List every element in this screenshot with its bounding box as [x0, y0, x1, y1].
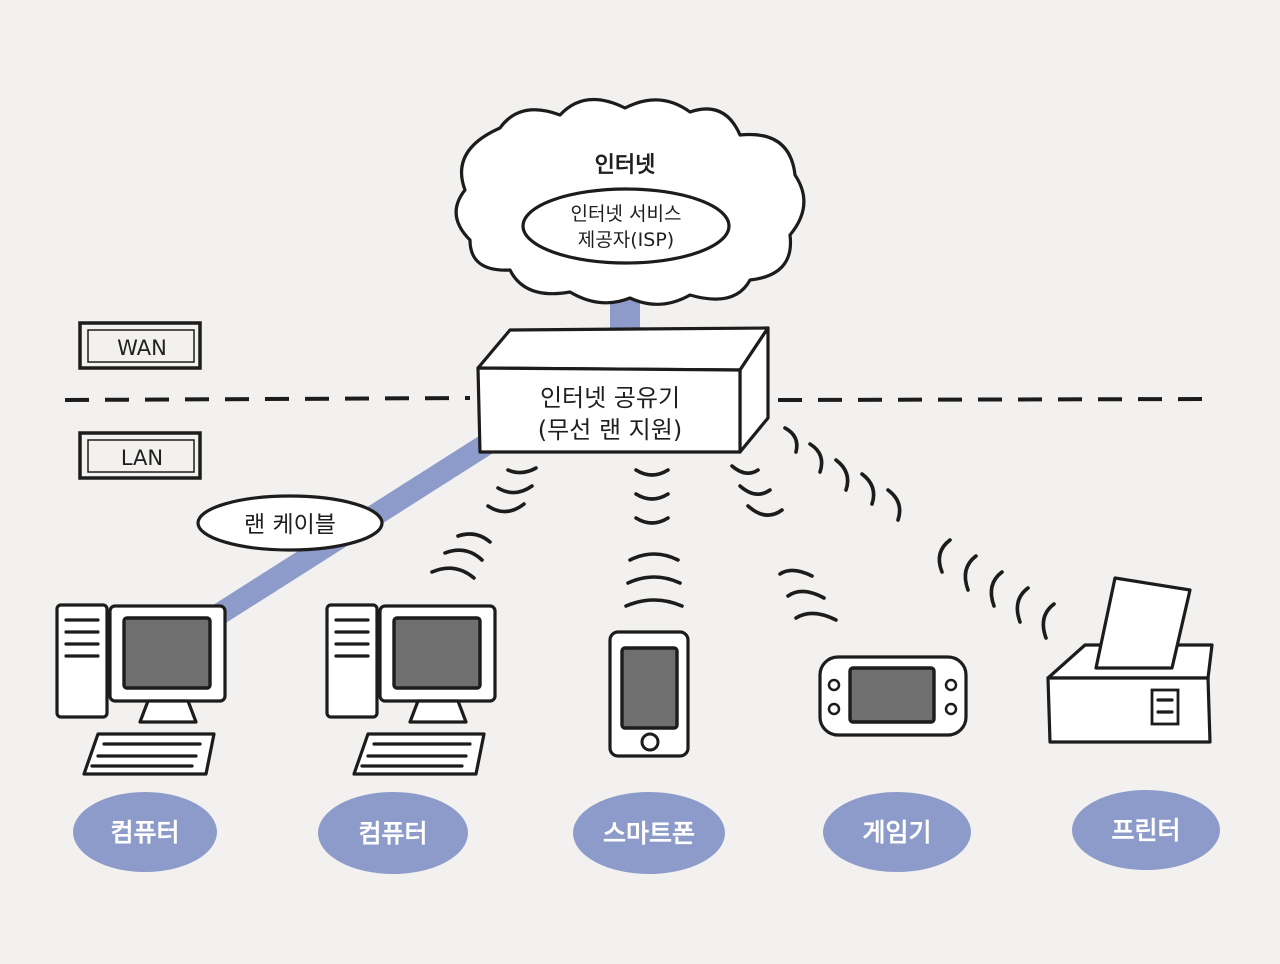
isp-node: 인터넷 서비스 제공자(ISP) [521, 187, 731, 265]
device-label-text: 컴퓨터 [110, 818, 179, 847]
wireless-signal-smartphone [624, 468, 684, 608]
device-label-text: 게임기 [862, 818, 931, 847]
device-label-computer-1: 컴퓨터 [73, 792, 217, 872]
lan-zone-box: LAN [78, 431, 202, 480]
desktop-computer-icon [325, 603, 497, 776]
device-label-text: 스마트폰 [603, 819, 695, 848]
isp-label-line1: 인터넷 서비스 [571, 203, 682, 225]
wan-lan-divider [64, 396, 1211, 402]
wireless-signal-printer [783, 426, 1056, 640]
device-label-text: 프린터 [1111, 816, 1180, 845]
device-label-text: 컴퓨터 [358, 819, 427, 848]
router-label-line2: (무선 랜 지원) [538, 416, 682, 444]
wireless-signal-game-console [730, 464, 838, 622]
game-console-icon [818, 655, 968, 737]
router-label-line1: 인터넷 공유기 [540, 384, 680, 412]
lan-cable-text: 랜 케이블 [244, 512, 336, 538]
internet-label: 인터넷 [595, 153, 656, 178]
desktop-computer-icon [55, 603, 227, 776]
wan-label: WAN [117, 336, 167, 360]
smartphone-icon [608, 630, 690, 758]
lan-cable-label: 랜 케이블 [196, 494, 384, 552]
wireless-signal-computer [430, 466, 538, 580]
device-label-computer-2: 컴퓨터 [318, 792, 468, 874]
wan-zone-box: WAN [78, 321, 202, 370]
router-box: 인터넷 공유기 (무선 랜 지원) [476, 326, 770, 454]
device-label-game-console: 게임기 [823, 792, 971, 872]
lan-label: LAN [121, 446, 163, 470]
isp-label-line2: 제공자(ISP) [578, 229, 674, 251]
printer-icon [1046, 576, 1214, 744]
device-label-printer: 프린터 [1072, 790, 1220, 870]
device-label-smartphone: 스마트폰 [573, 792, 725, 874]
